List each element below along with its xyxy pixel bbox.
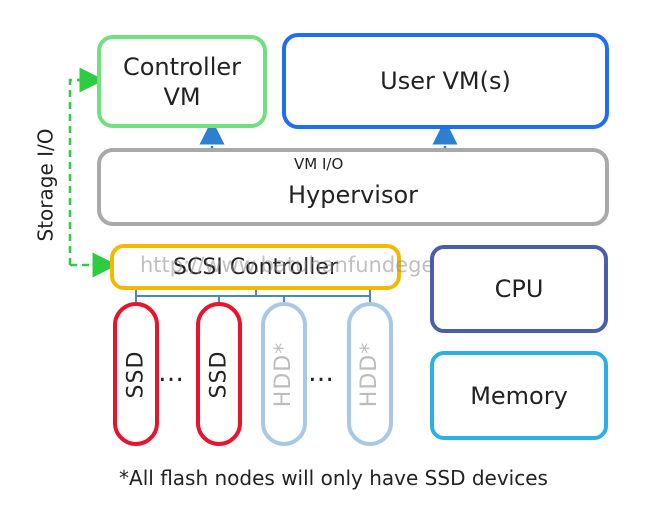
- disk-ssd-1: SSD: [113, 302, 159, 446]
- hypervisor-label: Hypervisor: [287, 181, 419, 209]
- ellipsis-ssd: …: [158, 358, 184, 388]
- user-vm-box: User VM(s): [282, 33, 609, 129]
- cpu-box: CPU: [430, 245, 608, 333]
- disk-label: HDD*: [357, 341, 383, 407]
- vm-io-label: VM I/O: [290, 155, 348, 173]
- memory-box: Memory: [430, 351, 608, 440]
- scsi-controller-box: SCSI Controller: [110, 244, 401, 290]
- disk-hdd-2: HDD*: [347, 302, 393, 446]
- footnote: *All flash nodes will only have SSD devi…: [119, 466, 548, 490]
- ellipsis-hdd: …: [308, 358, 334, 388]
- hypervisor-box: Hypervisor: [97, 148, 609, 226]
- disk-hdd-1: HDD*: [261, 302, 307, 446]
- disk-label: SSD: [206, 350, 232, 398]
- cpu-label: CPU: [494, 275, 544, 303]
- scsi-controller-label: SCSI Controller: [173, 254, 338, 280]
- disk-label: SSD: [123, 350, 149, 398]
- user-vm-label: User VM(s): [380, 67, 511, 95]
- storage-io-arrow-top: [68, 67, 105, 265]
- controller-vm-label: Controller VM: [122, 52, 242, 111]
- disk-label: HDD*: [271, 341, 297, 407]
- disk-ssd-2: SSD: [196, 302, 242, 446]
- storage-io-label: Storage I/O: [33, 128, 57, 242]
- scsi-bus: [135, 290, 371, 297]
- controller-vm-box: Controller VM: [97, 35, 267, 128]
- memory-label: Memory: [470, 381, 568, 410]
